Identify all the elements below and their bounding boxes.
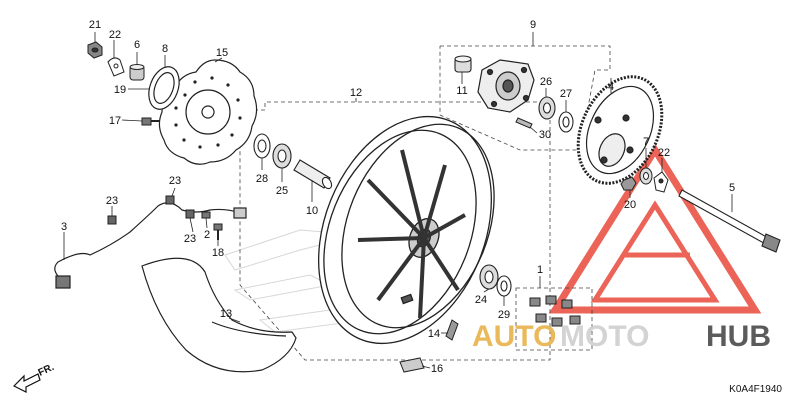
brake-disc [158, 59, 258, 165]
callout-1: 1 [537, 264, 543, 276]
callout-27: 27 [560, 88, 572, 100]
callout-10: 10 [306, 205, 318, 217]
watermark-hub: HUB [706, 320, 771, 353]
front-direction-marker: FR. [12, 362, 56, 393]
callout-21: 21 [89, 19, 101, 31]
callout-17: 17 [109, 115, 121, 127]
leader-lines [63, 32, 733, 369]
bearing-26 [538, 96, 556, 120]
adjuster-22 [653, 171, 669, 193]
callout-11: 11 [456, 85, 467, 97]
dust-seal-27 [558, 111, 574, 133]
callout-2: 2 [204, 229, 210, 241]
dust-seal-28 [253, 133, 271, 159]
front-label: FR. [37, 362, 56, 379]
callout-23a: 23 [169, 175, 181, 187]
rear-axle [678, 189, 781, 253]
callout-18: 18 [212, 247, 224, 259]
callout-28: 28 [256, 173, 268, 185]
collar-7 [639, 167, 653, 185]
callout-29: 29 [498, 309, 510, 321]
callout-4: 4 [608, 81, 614, 93]
callout-12: 12 [350, 87, 362, 99]
balance-weight-16 [399, 357, 425, 373]
bearing-11 [454, 55, 472, 73]
rear-inner-fender [141, 257, 297, 373]
callout-22b: 22 [658, 147, 670, 159]
callout-3: 3 [61, 221, 67, 233]
callout-25: 25 [276, 185, 288, 197]
callout-8: 8 [162, 43, 168, 55]
watermark-triangle [548, 143, 762, 314]
callout-14: 14 [428, 328, 440, 340]
watermark-moto: MOTO [560, 320, 649, 353]
callout-9: 9 [530, 19, 536, 31]
bolt-2 [201, 211, 211, 219]
callout-16: 16 [431, 363, 443, 375]
callout-24: 24 [475, 294, 487, 306]
callout-23b: 23 [106, 195, 118, 207]
dust-seal-29 [496, 275, 512, 297]
watermark-text: AUTO MOTO HUB [472, 320, 771, 353]
rear-wheel [318, 115, 495, 345]
driven-flange [477, 59, 535, 113]
collar-6 [129, 64, 145, 81]
collar-30 [515, 117, 533, 129]
clamp-23 [107, 195, 195, 225]
valve-set [529, 295, 581, 327]
group-box-wheel [239, 101, 551, 361]
speed-sensor-harness [54, 202, 247, 289]
callout-15: 15 [216, 47, 228, 59]
watermark-auto: AUTO [472, 320, 556, 353]
nut-21 [87, 41, 103, 59]
callout-23c: 23 [184, 233, 196, 245]
bolt-18 [213, 223, 223, 240]
callout-7: 7 [643, 136, 649, 148]
callout-22: 22 [109, 29, 121, 41]
diagram-code: K0A4F1940 [729, 384, 782, 395]
bearing-24 [479, 264, 499, 290]
clip-22 [107, 57, 125, 77]
callout-19: 19 [114, 84, 126, 96]
bearing-25 [272, 143, 292, 169]
callout-20: 20 [624, 199, 636, 211]
driven-sprocket [576, 75, 664, 185]
group-box-valve-set [515, 287, 593, 351]
group-box-hub [439, 45, 611, 151]
callout-6: 6 [134, 39, 140, 51]
callout-30: 30 [539, 129, 551, 141]
dust-seal-8 [148, 66, 180, 110]
bolt-17 [141, 117, 160, 126]
callout-13: 13 [220, 308, 232, 320]
distance-collar-10 [293, 159, 333, 190]
front-arrow-icon [12, 373, 41, 393]
callout-labels: 21 22 6 8 15 19 17 9 11 26 27 30 4 7 22 … [61, 19, 735, 375]
callout-26: 26 [540, 76, 552, 88]
nut-20 [620, 176, 637, 191]
air-valve-14 [445, 319, 459, 341]
callout-5: 5 [729, 182, 735, 194]
